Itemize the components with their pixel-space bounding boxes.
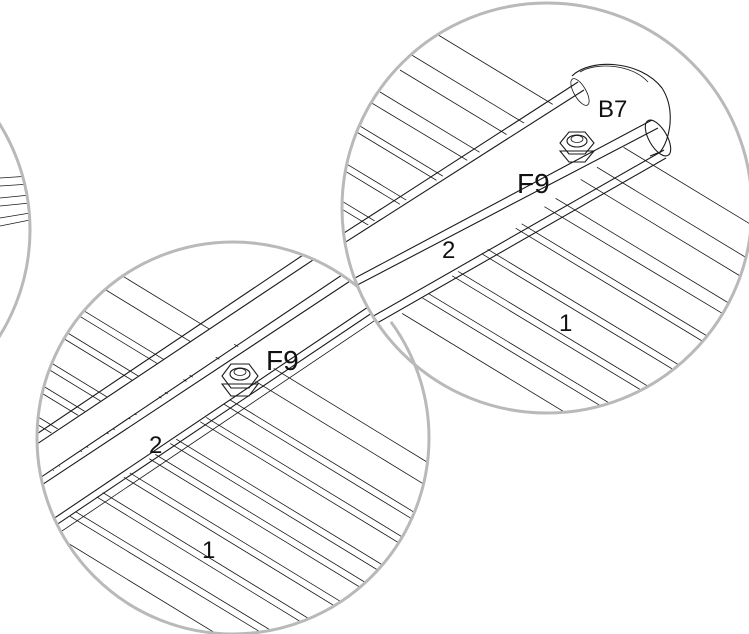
detail-circle-outline-right bbox=[340, 1, 749, 415]
hex-nut-fastener-left bbox=[220, 363, 260, 397]
callout-panel-left: 1 bbox=[202, 537, 215, 564]
callout-f9-left: F9 bbox=[266, 345, 299, 376]
hex-nut-fastener-right bbox=[558, 131, 596, 163]
end-cap bbox=[570, 63, 672, 157]
right-detail-contents bbox=[342, 29, 749, 413]
left-detail-circle bbox=[35, 240, 431, 634]
callout-b7-end-cap: B7 bbox=[598, 96, 627, 123]
callout-rail-right: 2 bbox=[442, 237, 455, 264]
callout-f9-right: F9 bbox=[517, 168, 550, 199]
right-detail-circle bbox=[340, 1, 749, 415]
callout-panel-right: 1 bbox=[559, 310, 572, 337]
partial-detail-circle bbox=[0, 121, 32, 339]
callout-rail-left: 2 bbox=[149, 432, 162, 459]
detail-circle-outline-left bbox=[35, 240, 431, 634]
